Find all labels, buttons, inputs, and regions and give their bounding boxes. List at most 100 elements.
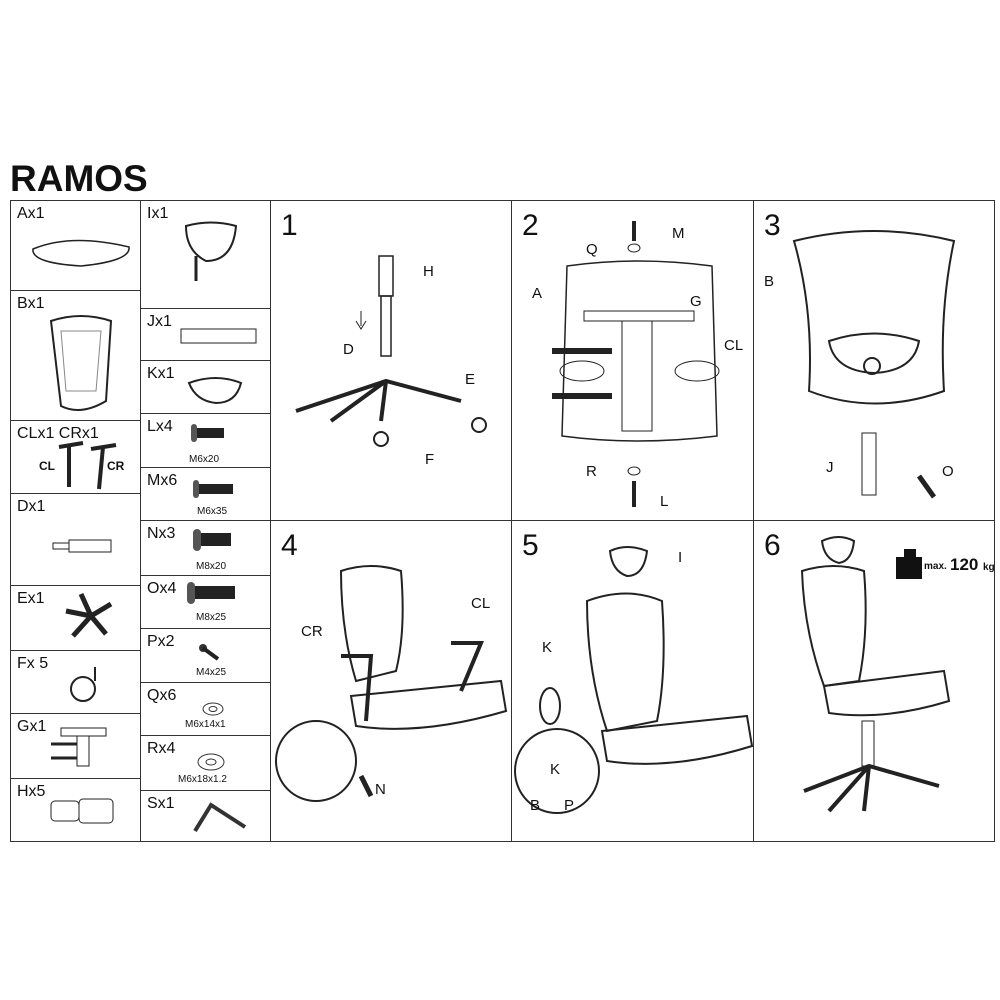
- armrest-left-label: CL: [39, 459, 55, 473]
- part-e: Ex1: [10, 585, 141, 651]
- part-spec: M8x25: [196, 612, 227, 623]
- callout-k: K: [542, 639, 553, 656]
- washer-icon: [197, 753, 225, 771]
- caster-icon: [70, 667, 96, 702]
- part-label: Mx6: [147, 472, 178, 489]
- callout-p: P: [564, 797, 575, 814]
- callout-j: J: [826, 459, 834, 476]
- callout-g: G: [690, 293, 702, 310]
- step-number: 4: [281, 529, 298, 562]
- part-label: Kx1: [147, 365, 175, 382]
- headrest-icon: [184, 221, 238, 281]
- callout-cr: CR: [301, 623, 323, 640]
- step-5: 5 I K K B P: [511, 520, 754, 842]
- max-load-value: 120: [950, 555, 979, 574]
- finished-chair-drawing: [800, 536, 951, 813]
- callout-d: D: [343, 341, 354, 358]
- part-label: Hx5: [17, 783, 46, 800]
- part-label: Rx4: [147, 740, 176, 757]
- part-i: Ix1: [140, 200, 271, 309]
- part-spec: M6x35: [197, 506, 228, 517]
- part-g: Gx1: [10, 713, 141, 779]
- step-number: 3: [764, 209, 781, 242]
- screw-icon: [199, 644, 220, 661]
- step-2: 2 M Q A G CL R L: [511, 200, 754, 521]
- step-number: 1: [281, 209, 298, 242]
- part-label: Ox4: [147, 580, 177, 597]
- base-icon: [65, 592, 113, 638]
- part-f: Fx 5: [10, 650, 141, 714]
- seat-icon: [32, 239, 130, 267]
- part-spec: M6x20: [189, 454, 220, 465]
- armrest-right-label: CR: [107, 459, 125, 473]
- part-spec: M6x14x1: [185, 719, 226, 730]
- callout-cl: CL: [471, 595, 491, 612]
- part-h: Hx5: [10, 778, 141, 842]
- part-label: Lx4: [147, 418, 173, 435]
- mechanism-icon: [51, 727, 107, 767]
- part-label: CLx1 CRx1: [17, 425, 99, 442]
- washer-icon: [202, 702, 224, 716]
- part-j: Jx1: [140, 308, 271, 361]
- part-label: Sx1: [147, 795, 175, 812]
- bolt-icon: [187, 582, 235, 604]
- bolt-icon: [193, 529, 231, 551]
- callout-m: M: [672, 225, 685, 242]
- max-load-label: max.: [924, 561, 947, 572]
- callout-b: B: [530, 797, 541, 814]
- callout-o: O: [942, 463, 954, 480]
- callout-k-detail: K: [550, 761, 561, 778]
- part-k: Kx1: [140, 360, 271, 414]
- part-label: Ix1: [147, 205, 169, 222]
- plate-icon: [180, 328, 257, 344]
- callout-cl: CL: [724, 337, 744, 354]
- max-load-unit: kg: [983, 562, 995, 573]
- part-label: Px2: [147, 633, 175, 650]
- bolt-icon: [191, 424, 224, 442]
- seat-mechanism-drawing: [552, 221, 720, 507]
- callout-i: I: [678, 549, 683, 566]
- part-label: Bx1: [17, 295, 45, 312]
- part-label: Ax1: [17, 205, 45, 222]
- callout-r: R: [586, 463, 597, 480]
- sleeve-icon: [50, 798, 114, 824]
- base-assembly-drawing: [295, 255, 487, 447]
- callout-a: A: [532, 285, 543, 302]
- step-3: 3 B J O: [753, 200, 995, 521]
- part-label: Jx1: [147, 313, 172, 330]
- document-title: RAMOS: [10, 158, 148, 199]
- armrests-icon: [58, 441, 117, 490]
- bolt-icon: [193, 480, 233, 498]
- gas-lift-icon: [52, 539, 112, 553]
- part-label: Fx 5: [17, 655, 49, 672]
- part-cl-cr: CLx1 CRx1 CL CR: [10, 420, 141, 494]
- part-s: Sx1: [140, 790, 271, 842]
- part-b: Bx1: [10, 290, 141, 421]
- step-6: 6 max. 120 kg: [753, 520, 995, 842]
- part-spec: M4x25: [196, 667, 227, 678]
- callout-l: L: [660, 493, 669, 510]
- step-number: 5: [522, 529, 539, 562]
- part-label: Gx1: [17, 718, 47, 735]
- callout-e: E: [465, 371, 476, 388]
- callout-h: H: [423, 263, 434, 280]
- backrest-bracket-drawing: [792, 230, 956, 499]
- part-label: Ex1: [17, 590, 45, 607]
- callout-b: B: [764, 273, 775, 290]
- callout-q: Q: [586, 241, 598, 258]
- armrest-assembly-drawing: [275, 565, 508, 802]
- part-label: Qx6: [147, 687, 177, 704]
- part-label: Dx1: [17, 498, 46, 515]
- callout-f: F: [425, 451, 435, 468]
- part-d: Dx1: [10, 493, 141, 586]
- step-number: 6: [764, 529, 781, 562]
- callout-n: N: [375, 781, 386, 798]
- part-label: Nx3: [147, 525, 176, 542]
